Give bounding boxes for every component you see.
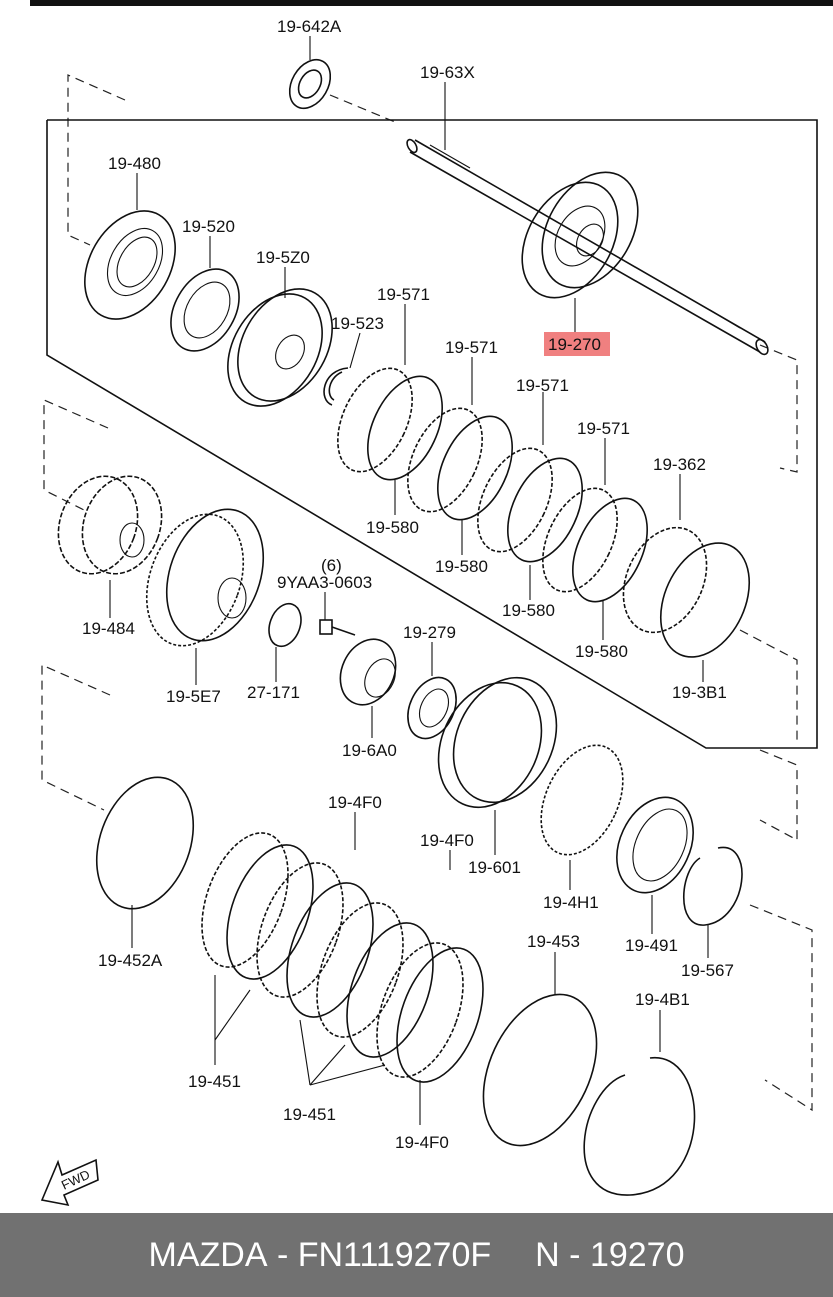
assembly-boundary — [46, 119, 818, 749]
exploded-parts-diagram: FWD — [30, 0, 833, 1207]
dashed-guides — [41, 74, 813, 1112]
fwd-arrow: FWD — [40, 1158, 99, 1207]
label-19-453: 19-453 — [527, 932, 580, 951]
top-rule — [30, 0, 833, 6]
label-19-567: 19-567 — [681, 961, 734, 980]
label-19-4H1: 19-4H1 — [543, 893, 599, 912]
gear-484 — [57, 475, 163, 575]
drum-601 — [437, 676, 558, 809]
label-19-580-3: 19-580 — [502, 601, 555, 620]
part-number-banner: MAZDA - FN1119270F N - 19270 — [0, 1213, 833, 1297]
label-19-491: 19-491 — [625, 936, 678, 955]
label-19-580-4: 19-580 — [575, 642, 628, 661]
label-19-270: 19-270 — [548, 335, 601, 354]
label-19-3B1: 19-3B1 — [672, 683, 727, 702]
bolt-9yaa3 — [319, 619, 356, 636]
label-19-5E7: 19-5E7 — [166, 687, 221, 706]
part-number: FN1119270F — [297, 1235, 492, 1274]
hub-4h1 — [540, 744, 624, 856]
label-19-451-1: 19-451 — [188, 1072, 241, 1091]
snap-ring-567 — [683, 846, 743, 926]
drum-5e7 — [145, 508, 265, 647]
label-19-571-4: 19-571 — [577, 419, 630, 438]
label-19-601: 19-601 — [468, 858, 521, 877]
label-19-580-2: 19-580 — [435, 557, 488, 576]
seal-520 — [170, 268, 240, 352]
ring-453 — [482, 993, 598, 1147]
label-19-484: 19-484 — [82, 619, 135, 638]
label-19-6A0: 19-6A0 — [342, 741, 397, 760]
output-shaft — [406, 138, 769, 356]
bearing-642a — [288, 58, 332, 110]
label-19-571-2: 19-571 — [445, 338, 498, 357]
label-19-4F0-1: 19-4F0 — [328, 793, 382, 812]
label-19-523: 19-523 — [331, 314, 384, 333]
highlight-19-270 — [544, 332, 610, 356]
bushing-171 — [268, 602, 302, 648]
label-19-480: 19-480 — [108, 154, 161, 173]
part-labels: 19-642A 19-63X 19-480 19-520 19-5Z0 19-5… — [82, 17, 734, 1152]
bearing-491 — [616, 796, 694, 894]
clutch-pack-lower — [201, 832, 484, 1083]
ring-452a — [95, 776, 195, 910]
ref-number: 19270 — [589, 1235, 685, 1274]
brand-name: MAZDA — [148, 1235, 268, 1274]
label-27-171: 27-171 — [247, 683, 300, 702]
label-19-520: 19-520 — [182, 217, 235, 236]
piston-5z0 — [227, 288, 333, 407]
label-qty-6: (6) — [321, 556, 342, 575]
label-19-580-1: 19-580 — [366, 518, 419, 537]
ref-prefix: N — [535, 1235, 560, 1274]
label-19-4F0-2: 19-4F0 — [420, 831, 474, 850]
snap-ring-523 — [323, 367, 349, 406]
seal-279 — [407, 676, 457, 740]
label-19-4B1: 19-4B1 — [635, 990, 690, 1009]
label-9YAA3-0603: 9YAA3-0603 — [277, 573, 372, 592]
bearing-6a0 — [339, 638, 397, 706]
ref-separator: - — [569, 1235, 581, 1274]
label-19-63X: 19-63X — [420, 63, 475, 82]
label-19-451-2: 19-451 — [283, 1105, 336, 1124]
label-19-642A: 19-642A — [277, 17, 342, 36]
label-19-571-1: 19-571 — [377, 285, 430, 304]
clutch-drum-270 — [521, 171, 639, 299]
label-19-279: 19-279 — [403, 623, 456, 642]
brand-separator: - — [276, 1235, 289, 1274]
leader-lines — [109, 36, 709, 1125]
label-19-571-3: 19-571 — [516, 376, 569, 395]
clutch-pack-upper — [337, 367, 751, 658]
label-19-362: 19-362 — [653, 455, 706, 474]
bearing-480 — [84, 210, 176, 320]
label-19-4F0-3: 19-4F0 — [395, 1133, 449, 1152]
label-19-5Z0: 19-5Z0 — [256, 248, 310, 267]
snap-ring-4b1 — [583, 1057, 696, 1196]
label-19-452A: 19-452A — [98, 951, 163, 970]
